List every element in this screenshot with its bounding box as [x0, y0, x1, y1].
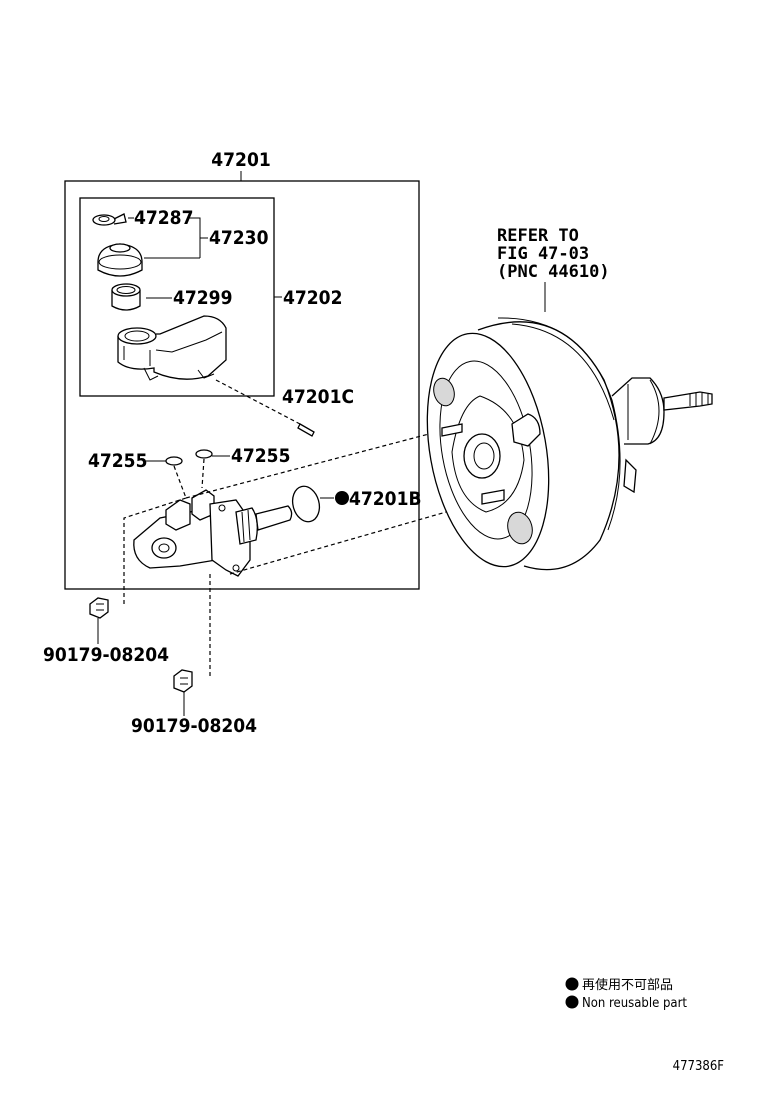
- stud-guide-upper: [185, 429, 445, 499]
- nut-lower-90179: [173, 669, 193, 693]
- label-47201B: 47201B: [349, 488, 422, 510]
- legend-en: Non reusable part: [582, 996, 687, 1011]
- refer-line-3: (PNC 44610): [497, 262, 610, 282]
- stud-guide-upper-left: [123, 497, 187, 604]
- nut-upper-90179: [89, 597, 109, 619]
- pin-47201C: [297, 423, 315, 437]
- grommet-right-guide: [201, 458, 205, 489]
- clip-47287: [92, 213, 127, 226]
- label-47201: 47201: [211, 149, 270, 171]
- grommet-left-guide: [173, 465, 187, 499]
- grommet-right-47255: [195, 449, 213, 459]
- brake-booster: [426, 317, 713, 571]
- label-47255-left: 47255: [88, 450, 147, 472]
- legend-dot-jp: [565, 977, 579, 991]
- assembly-box-47201: [64, 180, 420, 590]
- reservoir-cap-47230: [97, 243, 143, 277]
- strainer-47299: [111, 283, 141, 311]
- label-47201C: 47201C: [282, 386, 354, 408]
- non-reusable-marker-47201B: [335, 491, 349, 505]
- reservoir-tank-47202: [117, 315, 227, 381]
- oring-47201B: [291, 485, 321, 523]
- grommet-left-47255: [165, 456, 183, 466]
- refer-line-1: REFER TO: [497, 226, 579, 246]
- legend-jp: 再使用不可部品: [582, 977, 673, 993]
- label-47230: 47230: [209, 227, 269, 249]
- pin-guide-line: [215, 379, 301, 425]
- label-47202: 47202: [283, 287, 342, 309]
- label-nut-lower: 90179-08204: [131, 715, 257, 737]
- label-47287: 47287: [134, 207, 193, 229]
- label-nut-upper: 90179-08204: [43, 644, 169, 666]
- stud-guide-lower: [229, 499, 489, 575]
- master-cylinder-body: [133, 489, 293, 577]
- figure-id: 477386F: [673, 1059, 725, 1074]
- label-47299: 47299: [173, 287, 232, 309]
- label-47255-right: 47255: [231, 445, 290, 467]
- refer-line-2: FIG 47-03: [497, 244, 589, 264]
- legend-dot-en: [565, 995, 579, 1009]
- bracket-47230: [189, 217, 201, 258]
